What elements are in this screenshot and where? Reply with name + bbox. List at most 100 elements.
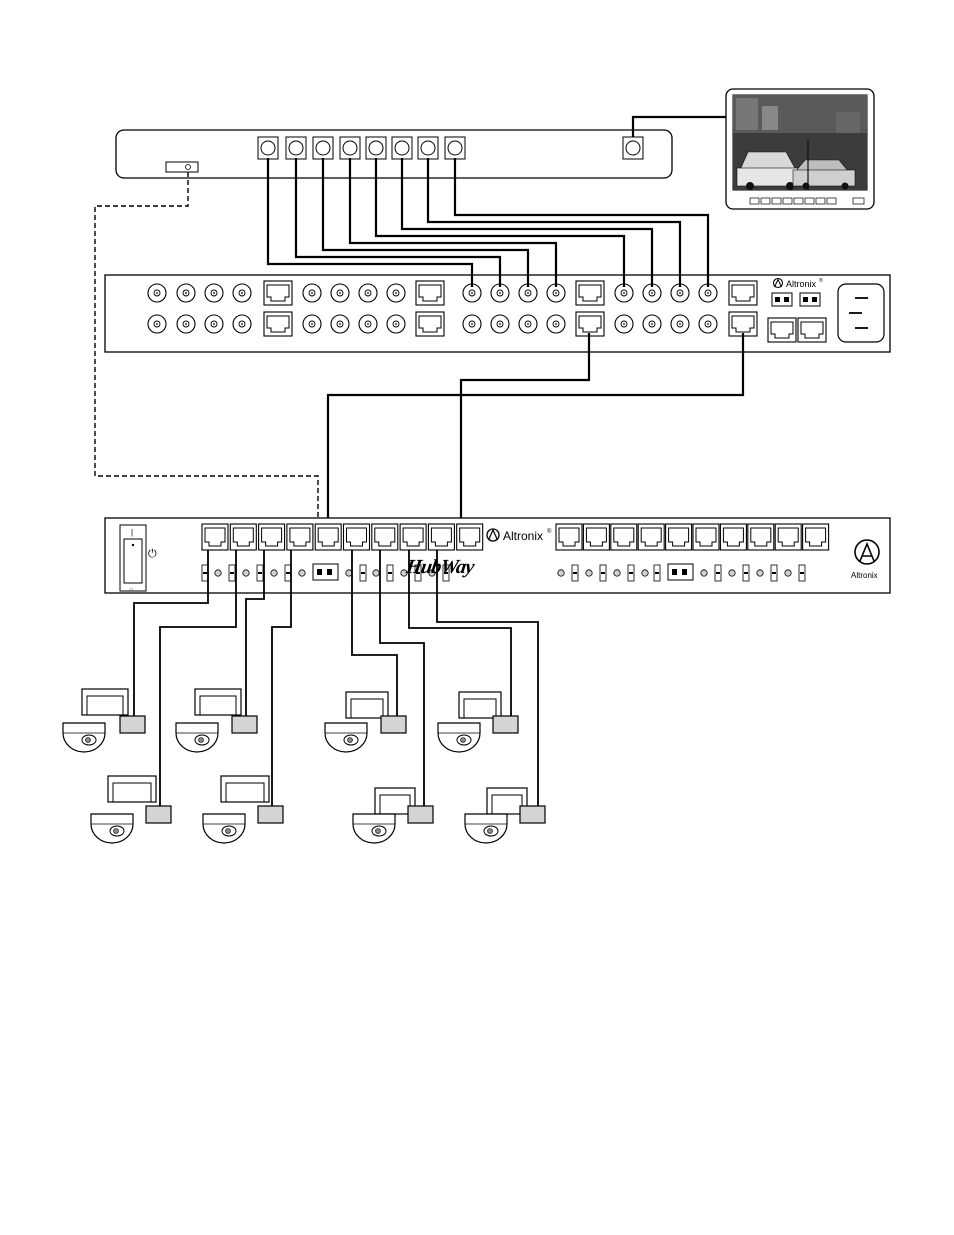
- hub-led: [586, 570, 592, 576]
- monitor-power-button: [853, 198, 864, 204]
- camera-7: [353, 788, 433, 843]
- dvr-input-7: [418, 137, 438, 159]
- hub-led: [243, 570, 249, 576]
- tx-bnc-g3-r2-4: [547, 315, 565, 333]
- dome-camera-icon: [176, 723, 218, 752]
- hub-led: [701, 570, 707, 576]
- hub-port-right-6: [693, 524, 719, 550]
- camera-transmitter: [520, 806, 545, 823]
- dvr-input-1: [258, 137, 278, 159]
- camera-mount: [108, 776, 156, 802]
- tx-bnc-g3-r2-1: [463, 315, 481, 333]
- hub-port-left-4: [287, 524, 313, 550]
- tx-bnc-g1-r1-2: [177, 284, 195, 302]
- tx-bnc-g1-r1-3: [205, 284, 223, 302]
- camera-5: [91, 776, 171, 843]
- hub-port-left-6: [344, 524, 370, 550]
- camera-transmitter: [381, 716, 406, 733]
- hub-port-left-7: [372, 524, 398, 550]
- dvr-monitor-output: [623, 137, 643, 159]
- monitor-button: [805, 198, 814, 204]
- tx-bnc-g1-r1-4: [233, 284, 251, 302]
- tx-rj45-g3-r1: [576, 281, 604, 305]
- monitor-button: [794, 198, 803, 204]
- dvr-input-4: [340, 137, 360, 159]
- hub-dip-switch: [360, 565, 366, 581]
- hub-port-right-7: [720, 524, 746, 550]
- tx-rj45-g4-r1: [729, 281, 757, 305]
- dome-camera-icon: [353, 814, 395, 843]
- tx-bnc-g2-r1-1: [303, 284, 321, 302]
- camera-2: [176, 689, 257, 752]
- hub-led: [757, 570, 763, 576]
- hub-led: [729, 570, 735, 576]
- tx-rj45-g4-r2: [729, 312, 757, 336]
- hub-dip-switch: [743, 565, 749, 581]
- tx-bnc-g4-r2-1: [615, 315, 633, 333]
- tx-rj45-g3-r2: [576, 312, 604, 336]
- tx-bnc-g2-r1-2: [331, 284, 349, 302]
- hub-dip-switch: [654, 565, 660, 581]
- camera-mount: [221, 776, 269, 802]
- hubway-corner-brand: Altronix: [851, 571, 878, 580]
- tx-rj45-g1-r2: [264, 312, 292, 336]
- transceiver-brand-mark: ®: [819, 277, 823, 284]
- tx-bnc-g2-r2-3: [359, 315, 377, 333]
- hub-port-right-3: [611, 524, 637, 550]
- dome-cameras: [63, 689, 545, 843]
- tx-bnc-g1-r2-3: [205, 315, 223, 333]
- monitor-button: [816, 198, 825, 204]
- hub-dip-switch: [229, 565, 235, 581]
- hubway-terminal-right: [668, 564, 693, 580]
- tx-rj45-g1-r1: [264, 281, 292, 305]
- dvr-unit: [116, 130, 672, 178]
- camera-transmitter: [146, 806, 171, 823]
- dome-camera-icon: [325, 723, 367, 752]
- hub-led: [215, 570, 221, 576]
- tx-bnc-g3-r2-3: [519, 315, 537, 333]
- camera-3: [325, 692, 406, 752]
- camera-transmitter: [120, 716, 145, 733]
- hub-dip-switch: [387, 565, 393, 581]
- tx-aux-jack-2: [798, 318, 826, 342]
- monitor-button: [783, 198, 792, 204]
- camera-mount: [82, 689, 128, 715]
- hub-port-left-1: [202, 524, 228, 550]
- camera-mount: [346, 692, 388, 718]
- dvr-input-3: [313, 137, 333, 159]
- monitor: [726, 89, 874, 209]
- hub-led: [373, 570, 379, 576]
- monitor-button: [761, 198, 770, 204]
- tx-bnc-g2-r1-4: [387, 284, 405, 302]
- dvr-input-5: [366, 137, 386, 159]
- dome-camera-icon: [63, 723, 105, 752]
- transceiver-brand: Altronix: [786, 279, 817, 289]
- hub-port-left-3: [259, 524, 285, 550]
- hubway-product-name: HubWay: [404, 556, 476, 578]
- hub-dip-switch: [771, 565, 777, 581]
- camera-6: [203, 776, 283, 843]
- hub-led: [614, 570, 620, 576]
- hub-port-left-5: [315, 524, 341, 550]
- hubway-hub: | ○ ⏻ Altronix ® HubWay: [105, 518, 890, 594]
- hub-port-left-8: [400, 524, 426, 550]
- hub-port-right-8: [748, 524, 774, 550]
- tx-bnc-g4-r2-3: [671, 315, 689, 333]
- hub-port-right-1: [556, 524, 582, 550]
- tx-bnc-g1-r2-2: [177, 315, 195, 333]
- camera-transmitter: [232, 716, 257, 733]
- hub-led: [271, 570, 277, 576]
- camera-transmitter: [258, 806, 283, 823]
- tx-bnc-g2-r2-4: [387, 315, 405, 333]
- hub-dip-switch: [628, 565, 634, 581]
- dvr-input-2: [286, 137, 306, 159]
- tx-bnc-g2-r2-1: [303, 315, 321, 333]
- hub-port-left-9: [428, 524, 454, 550]
- transceiver-hub: Altronix ®: [105, 275, 890, 352]
- tx-bnc-g4-r2-2: [643, 315, 661, 333]
- hub-port-right-4: [638, 524, 664, 550]
- monitor-button: [772, 198, 781, 204]
- hub-port-right-9: [775, 524, 801, 550]
- hubway-terminal-left: [313, 564, 338, 580]
- tx-rj45-g2-r2: [416, 312, 444, 336]
